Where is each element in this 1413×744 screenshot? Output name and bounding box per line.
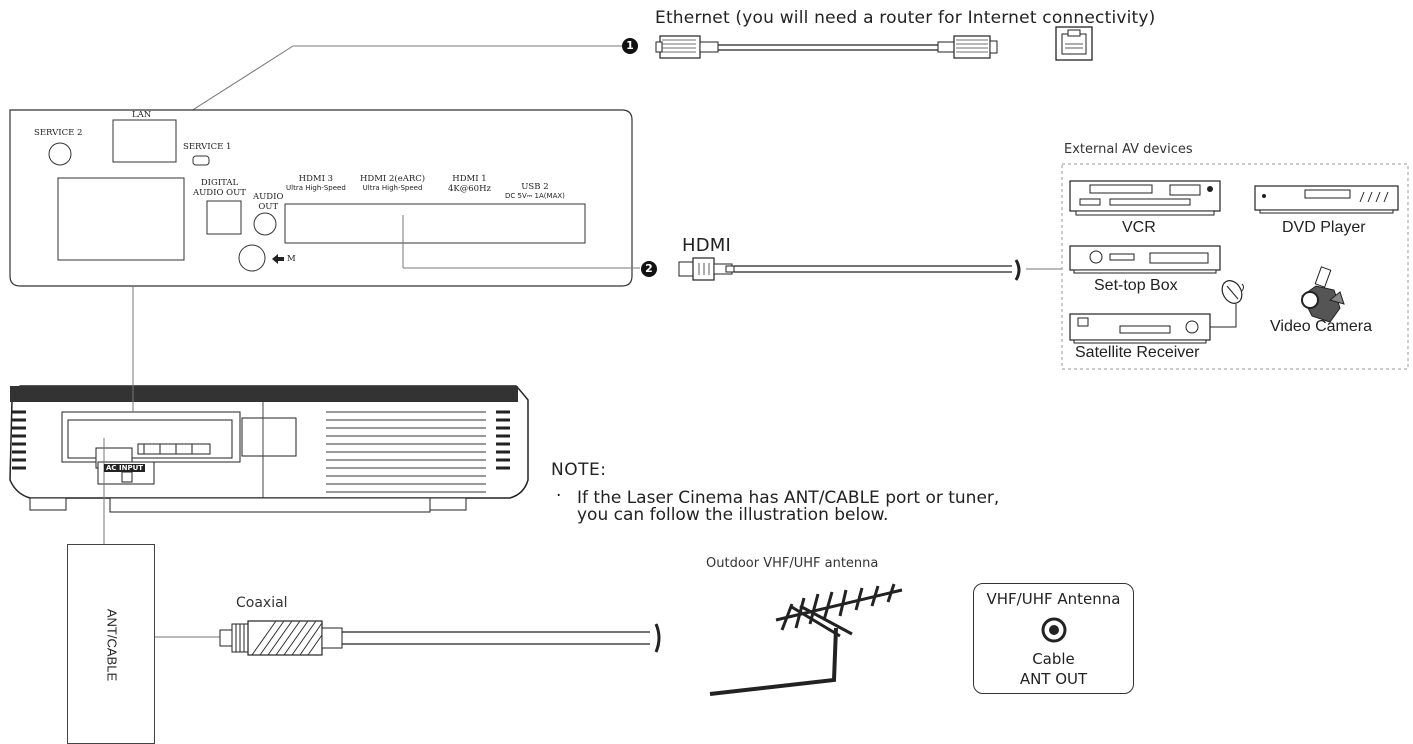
ethernet-step-badge: 1 (622, 38, 638, 54)
satellite-receiver-icon (1069, 304, 1237, 344)
m-arrow-icon (272, 254, 284, 264)
service1-port (192, 155, 210, 166)
ant-cable-label: ANT/CABLE (104, 608, 120, 682)
video-camera-icon (1301, 266, 1345, 323)
hdmi-usb-port-block (284, 203, 586, 244)
service1-label: SERVICE 1 (183, 142, 232, 152)
lan-port-box (112, 119, 177, 163)
service2-label: SERVICE 2 (34, 128, 83, 138)
lan-label: LAN (132, 110, 152, 120)
hdmi-cable (678, 257, 1062, 281)
dvd-player-icon (1254, 185, 1399, 214)
dvd-player-label: DVD Player (1282, 219, 1366, 236)
digital-audio-port (206, 200, 242, 235)
hdmi2-label: HDMI 2(eARC)Ultra High-Speed (360, 174, 426, 192)
ant-out-line2: ANT OUT (1019, 670, 1088, 688)
coaxial-label: Coaxial (236, 595, 288, 611)
satellite-dish-icon (1221, 280, 1244, 304)
video-camera-label: Video Camera (1270, 318, 1372, 335)
ethernet-wall-jack-icon (1055, 26, 1093, 61)
ac-input-label: AC INPUT (104, 464, 146, 472)
external-av-title: External AV devices (1064, 142, 1193, 157)
ethernet-cable (655, 35, 998, 59)
m-label: M (287, 254, 296, 264)
av-ports-block (57, 177, 185, 261)
coaxial-cable (155, 620, 661, 656)
service2-port (48, 142, 72, 166)
ant-out-title: VHF/UHF Antenna (986, 590, 1121, 608)
outdoor-antenna-label: Outdoor VHF/UHF antenna (706, 556, 879, 571)
ant-out-line1: Cable (1032, 650, 1075, 668)
vcr-icon (1069, 180, 1221, 216)
note-title: NOTE: (551, 460, 607, 480)
set-top-box-label: Set-top Box (1094, 277, 1178, 294)
set-top-box-icon (1069, 245, 1221, 274)
hdmi-caption: HDMI (682, 235, 732, 256)
vcr-label: VCR (1122, 219, 1156, 236)
audio-out-port (253, 212, 277, 236)
outdoor-antenna-icon (709, 583, 903, 696)
round-port (238, 244, 266, 272)
hdmi-step-badge: 2 (641, 261, 657, 277)
satellite-receiver-label: Satellite Receiver (1075, 344, 1200, 361)
ethernet-caption: Ethernet (you will need a router for Int… (655, 8, 1156, 28)
ant-out-box: VHF/UHF Antenna Cable ANT OUT (973, 583, 1134, 694)
ant-cable-box: ANT/CABLE (67, 544, 155, 744)
projector-body (9, 385, 529, 513)
note-bullet: · (556, 486, 562, 506)
note-text: If the Laser Cinema has ANT/CABLE port o… (577, 488, 1000, 525)
